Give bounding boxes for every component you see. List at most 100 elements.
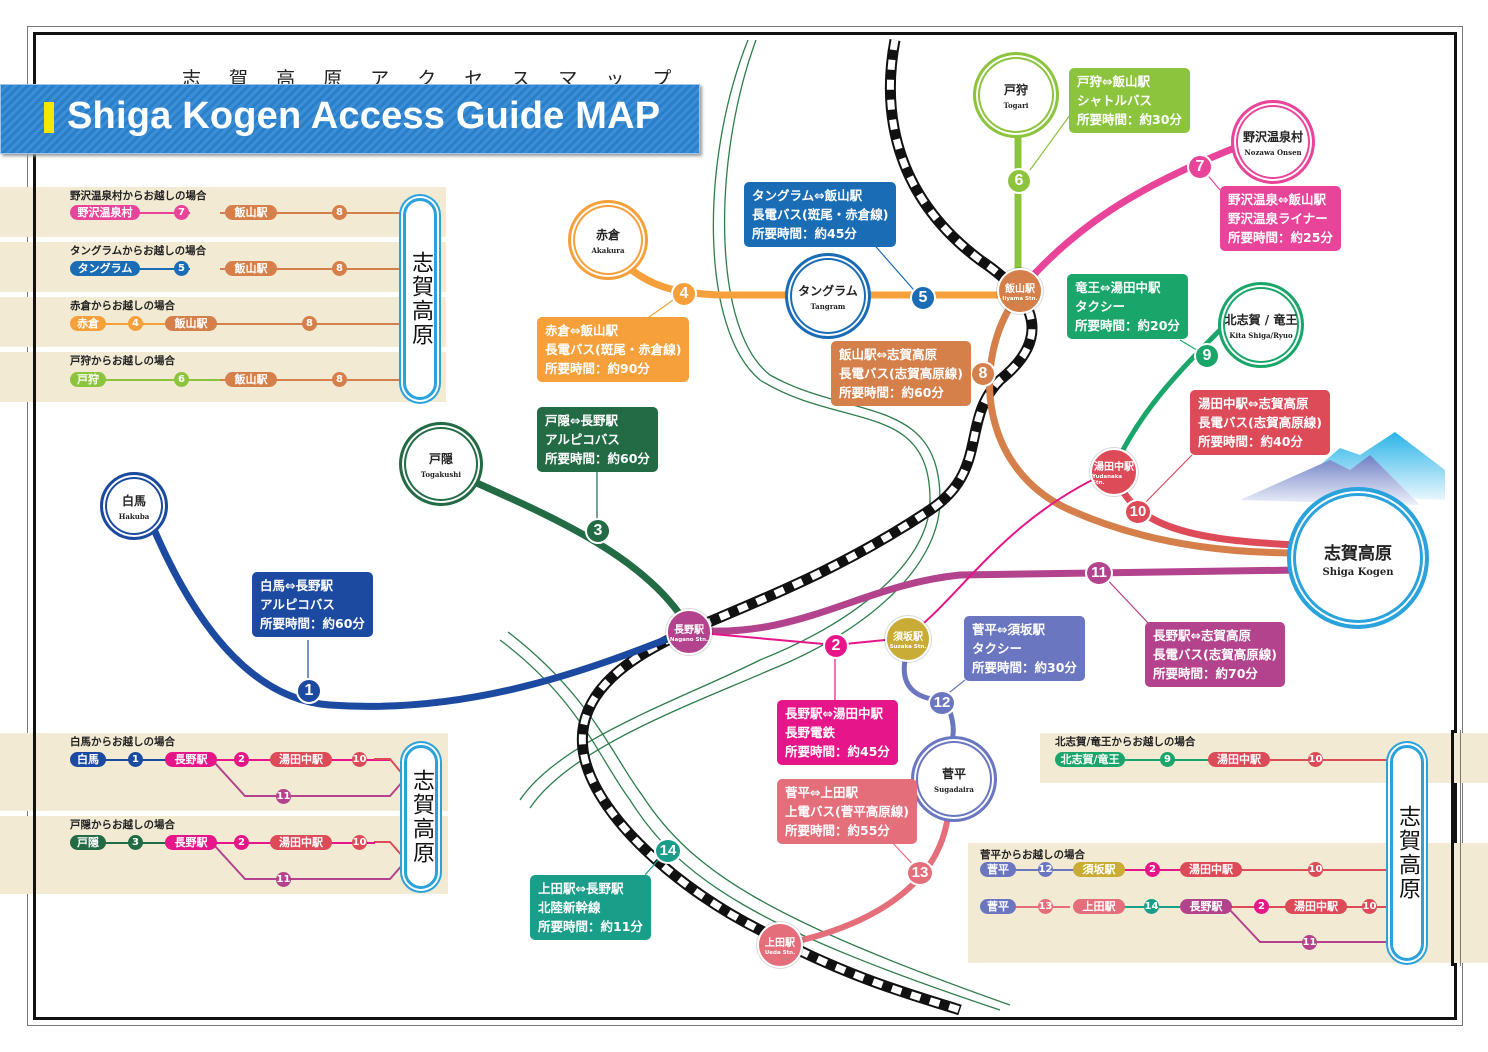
panel-start-pill: 菅平 [980, 899, 1016, 914]
route-info-duration: 所要時間：約20分 [1075, 318, 1180, 333]
station-name-en: Suzaka Stn. [889, 644, 927, 650]
route-badge-6[interactable]: 6 [1006, 168, 1032, 194]
route-info-9: 竜王⇔湯田中駅タクシー所要時間：約20分 [1067, 274, 1188, 339]
panel-route-num: 10 [352, 835, 367, 850]
route-info-duration: 所要時間：約40分 [1198, 434, 1303, 449]
panel-heading: 白馬からお越しの場合 [70, 736, 175, 748]
route-info-title: 菅平⇔上田駅 [785, 785, 858, 800]
panel-mid-pill: 湯田中駅 [270, 752, 332, 767]
panel-mid-pill: 飯山駅 [225, 372, 277, 387]
panel-mid-pill: 長野駅 [1180, 899, 1232, 914]
route-info-11: 長野駅⇔志賀高原長電バス(志賀高原線)所要時間：約70分 [1145, 622, 1285, 687]
panel-route-num: 10 [1308, 752, 1323, 767]
station-name-en: Akakura [591, 245, 625, 255]
route-badge-13[interactable]: 13 [906, 860, 934, 886]
panel-heading: 戸隠からお越しの場合 [70, 819, 175, 831]
route-info-operator: シャトルバス [1077, 93, 1153, 108]
jr-line-c [499, 639, 1001, 1011]
frame-overlay [33, 185, 36, 405]
panel-heading: 北志賀/竜王からお越しの場合 [1055, 736, 1196, 748]
route-11-line [686, 566, 1304, 635]
route-info-2: 長野駅⇔湯田中駅長野電鉄所要時間：約45分 [777, 700, 898, 765]
destination-label: 志賀高原 [409, 769, 434, 865]
route-info-title: 長野駅⇔湯田中駅 [785, 706, 883, 721]
station-name-jp: 北志賀 / 竜王 [1224, 312, 1298, 327]
destination-shiga-kogen-top-left: 志賀高原 [403, 198, 437, 400]
jr-line-d [507, 631, 1011, 1006]
route-badge-4[interactable]: 4 [671, 281, 697, 307]
panel-mid-pill: 長野駅 [165, 752, 217, 767]
route-badge-3[interactable]: 3 [585, 518, 611, 544]
panel-mid-pill: 須坂駅 [1073, 862, 1125, 877]
panel-heading: 赤倉からお越しの場合 [70, 300, 175, 312]
route-info-title: 赤倉⇔飯山駅 [545, 323, 618, 338]
panel-mid-pill: 飯山駅 [225, 261, 277, 276]
route-badge-7[interactable]: 7 [1187, 154, 1213, 180]
route-badge-9[interactable]: 9 [1194, 343, 1220, 369]
destination-shiga-kogen-bottom-right: 志賀高原 [1390, 745, 1424, 961]
route-badge-5[interactable]: 5 [910, 285, 936, 311]
route-info-12: 菅平⇔須坂駅タクシー所要時間：約30分 [964, 616, 1085, 681]
panel-mid-pill: 飯山駅 [165, 316, 217, 331]
route-info-title: 長野駅⇔志賀高原 [1153, 628, 1251, 643]
route-info-duration: 所要時間：約25分 [1228, 230, 1333, 245]
destination-label: 志賀高原 [1395, 805, 1420, 901]
station-name-en: Iiyama Stn. [1002, 296, 1038, 302]
route-info-title: 飯山駅⇔志賀高原 [839, 347, 937, 362]
route-badge-11[interactable]: 11 [1085, 560, 1113, 586]
route-badge-14[interactable]: 14 [654, 838, 682, 864]
panel-route-num: 10 [352, 752, 367, 767]
route-info-operator: 野沢温泉ライナー [1228, 211, 1328, 226]
panel-route-num: 3 [128, 835, 143, 850]
panel-heading: 戸狩からお越しの場合 [70, 355, 175, 367]
route-badge-10[interactable]: 10 [1124, 499, 1152, 525]
route-badge-8[interactable]: 8 [970, 361, 996, 387]
route-info-5: タングラム⇔飯山駅長電バス(斑尾・赤倉線)所要時間：約45分 [744, 182, 897, 247]
panel-branch-lines [213, 758, 405, 880]
route-info-8: 飯山駅⇔志賀高原長電バス(志賀高原線)所要時間：約60分 [831, 341, 971, 406]
title-english: Shiga Kogen Access Guide MAP [67, 95, 661, 137]
station-name-en: Nagano Stn. [669, 637, 709, 643]
route-info-7: 野沢温泉⇔飯山駅野沢温泉ライナー所要時間：約25分 [1220, 186, 1341, 251]
station-name-jp: 須坂駅 [893, 632, 923, 643]
route-badge-12[interactable]: 12 [928, 690, 956, 716]
station-name-en: Nozawa Onsen [1244, 147, 1302, 157]
panel-start-pill: 野沢温泉村 [70, 205, 140, 220]
route-info-13: 菅平⇔上田駅上電バス(菅平高原線)所要時間：約55分 [777, 779, 917, 844]
route-badge-2[interactable]: 2 [823, 633, 849, 659]
route-info-14: 上田駅⇔長野駅北陸新幹線所要時間：約11分 [530, 875, 651, 940]
jr-line-b [529, 39, 941, 809]
panel-route-num: 2 [234, 752, 249, 767]
panel-heading: タングラムからお越しの場合 [70, 245, 207, 257]
title-accent-mark [44, 102, 54, 133]
frame-overlay [33, 730, 36, 898]
route-info-duration: 所要時間：約45分 [752, 226, 857, 241]
route-info-title: 戸狩⇔飯山駅 [1077, 74, 1150, 89]
route-badge-1[interactable]: 1 [296, 678, 322, 704]
route-info-title: 竜王⇔湯田中駅 [1075, 280, 1161, 295]
route-info-title: 白馬⇔長野駅 [260, 578, 333, 593]
station-name-jp: 上田駅 [765, 938, 795, 949]
panel-route-num: 8 [302, 316, 317, 331]
station-name-jp: 赤倉 [595, 227, 620, 242]
panel-seg [220, 268, 405, 270]
frame-overlay [1460, 730, 1461, 966]
panel-mid-pill: 湯田中駅 [270, 835, 332, 850]
panel-heading: 菅平からお越しの場合 [980, 849, 1085, 861]
route-8-line [986, 291, 1304, 557]
route-7-line [1016, 136, 1259, 294]
station-akakura[interactable]: 赤倉 Akakura [568, 200, 648, 280]
